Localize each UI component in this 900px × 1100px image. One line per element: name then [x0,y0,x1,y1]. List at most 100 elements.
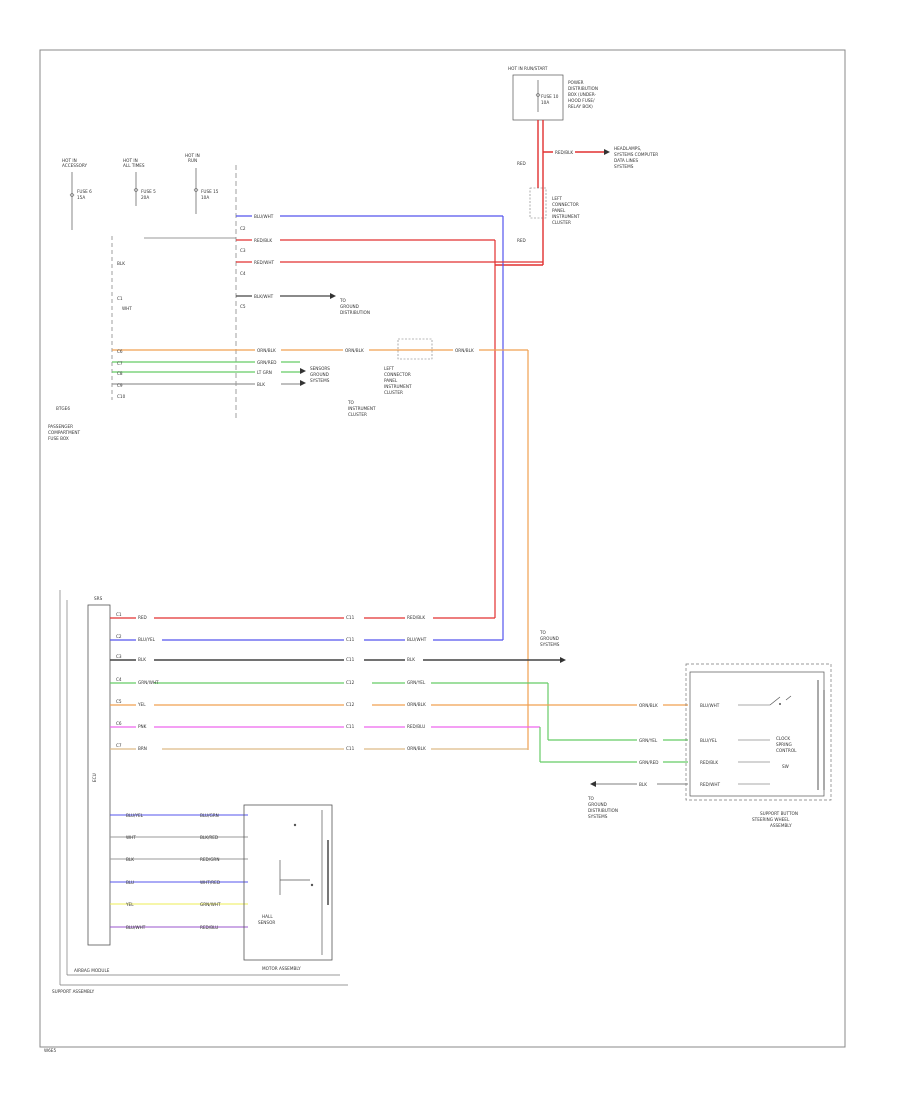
ab-pin-c12-2: C12 [346,702,355,707]
airbag-ecu-label: ECU [92,773,97,782]
sw-inner-0: CLOCK [776,736,790,741]
wire-label-blk-wht-top: BLK/WHT [254,294,274,299]
steering-switch-assembly: BLU/WHT BLU/YEL RED/BLK RED/WHT CLOCK SP… [685,663,832,828]
cluster-conn-4: CLUSTER [552,220,571,225]
wire-label-red-blk-1: RED/BLK [555,150,573,155]
cluster-conn-0: LEFT [552,196,562,201]
fuse-c-group: HOT IN RUN FUSE 15 10A [185,153,219,214]
ab-pin-c11-5: C11 [346,746,355,751]
ab-pin-c12-1: C12 [346,680,355,685]
pdb-red-feed: RED/BLK HEADLAMPS, SYSTEMS COMPUTER DATA… [495,120,658,266]
wire-label-lt-grn-1: LT GRN [257,370,272,375]
wire-label-red-vert-1: RED [517,161,526,166]
fuse-b-amp: 20A [141,195,149,200]
fuse-box-pin-label-1: BLK [117,261,125,266]
cluster-conn-2: PANEL [552,208,566,213]
motor-wires: BLU/YEL BLU/GRN WHT BLK/RED BLK RED/GRN … [110,813,248,930]
motor-assembly: HALL SENSOR MOTOR ASSEMBLY [243,804,333,971]
pdb-amp: 10A [541,100,549,105]
ab-wire-blu-wht: BLU/WHT [407,637,427,642]
pin-c5: C5 [240,304,246,309]
ground2-ref-3: SYSTEMS [588,814,608,819]
ab-wire-grn-wht: GRN/WHT [138,680,159,685]
sw-pin-label-4: RED/WHT [700,782,720,787]
power-distribution-box: HOT IN RUN/START FUSE 10 10A POWER DISTR… [508,66,598,121]
cluster-conn-3: INSTRUMENT [552,214,580,219]
motor-inner-0: HALL [262,914,273,919]
brake-ref-0: TO [539,630,547,635]
fuse-a-group: HOT IN ACCESSORY FUSE 6 15A [62,158,92,230]
ab-wire-brn: BRN [138,746,147,751]
airbag-wires: C1 RED C11 RED/BLK C2 BLU/YEL C11 BLU/WH… [110,612,688,819]
ground-ref-0: TO [339,298,347,303]
cluster-ref-0: TO [347,400,355,405]
mw-label-6: BLU/WHT [126,925,146,930]
ab-wire-red-blk: RED/BLK [407,615,425,620]
mw-label-5: YEL [125,902,134,907]
cluster-ref-2: CLUSTER [348,412,367,417]
wire-label-red-vert-2: RED [517,238,526,243]
airbag-ecu-box [87,604,111,946]
wire-label-blk-1: BLK [257,382,265,387]
mw-label-3b: RED/GRN [200,857,219,862]
headlamp-ref-1: SYSTEMS COMPUTER [614,152,658,157]
arrow-left-icon [590,781,596,787]
ab-wire-red-blu: RED/BLU [407,724,425,729]
pdb-line-4: RELAY BOX) [568,104,593,109]
fuse-box-pin-label-2: WHT [122,306,132,311]
mid-wires: C6 ORN/BLK ORN/BLK ORN/BLK C7 GRN/RED C8… [112,338,529,750]
ab-pin-c11-3: C11 [346,657,355,662]
sw-inner-1: SPRING [776,742,792,747]
sensors-ref-0: SENSORS [310,366,330,371]
ab-pin-1: C1 [116,612,122,617]
ground-ref-1: GROUND [340,304,359,309]
sensors-ref-2: SYSTEMS [310,378,330,383]
ab-pin-c11-1: C11 [346,615,355,620]
ipdb-ref: BTGE6 [56,406,70,411]
ab-wire-red-1: RED [138,615,147,620]
headlamp-ref-0: HEADLAMPS, [614,146,641,151]
connector-c203 [529,187,547,219]
ab-pin-7: C7 [116,743,122,748]
airbag-sub: SRS [94,596,103,601]
fuse-a-title-0: HOT IN [62,158,77,163]
ground2-ref-1: GROUND [588,802,607,807]
top-feed-wires: BLU/WHT C2 RED/BLK C3 RED/WHT C4 BLK/WHT… [236,213,543,640]
fuse-c-amp: 10A [201,195,209,200]
mw-label-4b: WHT/RED [200,880,220,885]
ab-pin-3: C3 [116,654,122,659]
sensors-ref-1: GROUND [310,372,329,377]
cluster-conn2-3: INSTRUMENT [384,384,412,389]
mw-label-3: BLK [126,857,134,862]
connector-cluster-dash [397,338,433,360]
ab-pin-2: C2 [116,634,122,639]
arrow-right-icon [330,293,336,299]
page-code: W6E5 [44,1048,56,1053]
pdb-line-2: BOX (UNDER- [568,92,596,97]
mw-label-5b: GRN/WHT [200,902,221,907]
airbag-module: ECU AIRBAG MODULE SUPPORT ASSEMBLY [52,590,348,994]
pdb-title: HOT IN RUN/START [508,66,548,71]
ab-pin-5: C5 [116,699,122,704]
ab-wire-blk-2: BLK [407,657,415,662]
cluster-conn-1: CONNECTOR [552,202,579,207]
fuse-c-fuse: FUSE 15 [201,189,219,194]
headlamp-ref-2: DATA LINES [614,158,638,163]
sw-pin-label-2: BLU/YEL [700,738,718,743]
sw-pin-label-3: RED/BLK [700,760,718,765]
ab-wire-blu-yel: BLU/YEL [138,637,156,642]
fuse-c-title-1: RUN [188,158,197,163]
pin-c8: C8 [117,371,123,376]
motor-assembly-box [243,804,333,961]
diagram-frame [39,49,846,1048]
headlamp-ref-3: SYSTEMS [614,164,634,169]
pin-c9: C9 [117,383,123,388]
arrow-right-icon [300,380,306,386]
sw-inner-3: SW [782,764,789,769]
cluster-conn2-2: PANEL [384,378,398,383]
mw-label-1: BLU/YEL [126,813,144,818]
wire-label-red-wht-top: RED/WHT [254,260,274,265]
mw-label-6b: RED/BLU [200,925,218,930]
mw-label-2: WHT [126,835,136,840]
